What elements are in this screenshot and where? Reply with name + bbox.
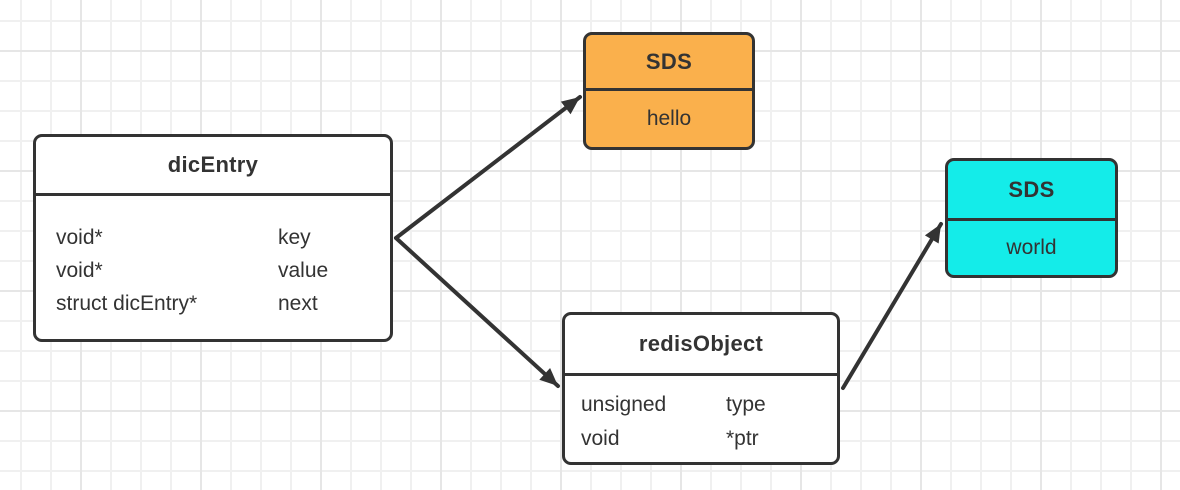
field-row: void* key xyxy=(56,221,390,254)
field-type: unsigned xyxy=(581,393,667,416)
field-name: value xyxy=(278,259,329,282)
field-type: void* xyxy=(56,226,103,249)
node-redisobject[interactable]: redisObject unsigned type void *ptr xyxy=(562,312,840,465)
node-sds-hello-value: hello xyxy=(646,107,692,130)
field-row: unsigned type xyxy=(581,388,837,422)
node-sds-world-value: world xyxy=(1006,236,1057,259)
node-sds-hello[interactable]: SDS hello xyxy=(583,32,755,150)
node-sds-hello-title: SDS xyxy=(645,48,693,74)
field-type: struct dicEntry* xyxy=(56,292,198,315)
edge-dicentry-to-sds-hello[interactable] xyxy=(394,95,582,240)
node-redisobject-title: redisObject xyxy=(638,331,764,356)
edge-dicentry-to-redisobject[interactable] xyxy=(394,236,560,388)
field-type: void xyxy=(581,427,620,450)
node-sds-hello-header: SDS xyxy=(586,35,752,91)
field-name: next xyxy=(278,292,318,315)
node-dicentry-header: dicEntry xyxy=(36,137,390,196)
node-sds-world-title: SDS xyxy=(1008,176,1055,202)
node-dicentry-title: dicEntry xyxy=(167,152,259,177)
field-row: void *ptr xyxy=(581,422,837,456)
field-row: struct dicEntry* next xyxy=(56,287,390,320)
node-sds-world[interactable]: SDS world xyxy=(945,158,1118,278)
node-dicentry-body: void* key void* value struct dicEntry* n… xyxy=(36,196,390,339)
field-row: void* value xyxy=(56,254,390,287)
node-redisobject-header: redisObject xyxy=(565,315,837,376)
field-name: key xyxy=(278,226,311,249)
node-dicentry[interactable]: dicEntry void* key void* value struct di… xyxy=(33,134,393,342)
field-name: *ptr xyxy=(726,427,759,450)
node-redisobject-body: unsigned type void *ptr xyxy=(565,376,837,462)
field-type: void* xyxy=(56,259,103,282)
node-sds-world-header: SDS xyxy=(948,161,1115,221)
field-name: type xyxy=(726,393,766,416)
edge-redisobject-to-sds-world[interactable] xyxy=(841,222,943,390)
